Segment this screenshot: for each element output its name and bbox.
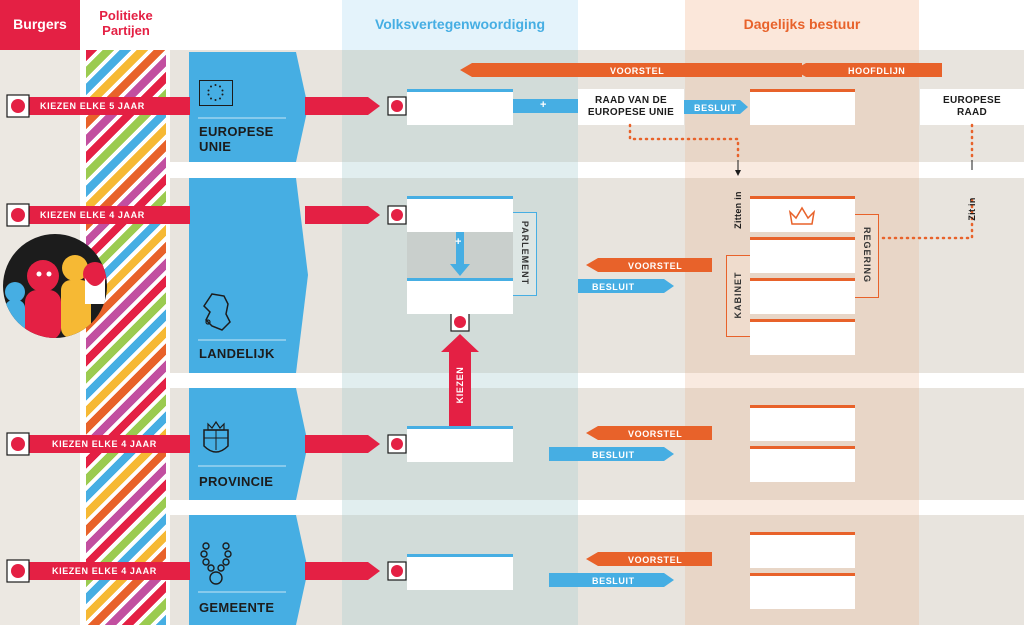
- volks-box-tweede-kamer: [407, 196, 513, 232]
- kiezen-label-provincie: KIEZEN ELKE 4 JAAR: [52, 439, 157, 449]
- kiezen-label-eu: KIEZEN ELKE 5 JAAR: [40, 101, 145, 111]
- bestuur-box-gemeente-2: [750, 573, 855, 609]
- header-volks-label: Volksvertegenwoordiging: [374, 16, 546, 32]
- bestuur-box-provincie-2: [750, 446, 855, 482]
- netherlands-map-icon: [198, 292, 234, 332]
- voorstel-label-provincie: VOORSTEL: [628, 429, 683, 439]
- level-label-gemeente: GEMEENTE: [199, 600, 275, 615]
- chevron-gemeente: [189, 515, 308, 625]
- bestuur-box-minister-3: [750, 319, 855, 355]
- header-dagelijks-label: Dagelijks bestuur: [743, 16, 861, 32]
- volks-box-provincie: [407, 426, 513, 462]
- besluit-label-provincie: BESLUIT: [592, 450, 635, 460]
- bestuur-box-gemeente-1: [750, 532, 855, 568]
- bestuur-box-minister-2: [750, 278, 855, 314]
- kabinet-bracket: [726, 255, 750, 337]
- citizens-illustration: [3, 234, 107, 338]
- plus-arrow-parlement: [450, 232, 470, 276]
- europese-raad-label: EUROPESE RAAD: [943, 95, 1001, 118]
- kiezen-label-landelijk: KIEZEN ELKE 4 JAAR: [40, 210, 145, 220]
- raad-eu-box: [578, 89, 684, 125]
- eu-flag-icon: [199, 80, 233, 106]
- level-label-provincie: PROVINCIE: [199, 474, 274, 489]
- besluit-label-landelijk: BESLUIT: [592, 282, 635, 292]
- voorstel-label-top: VOORSTEL: [610, 66, 665, 76]
- party-stripes: [86, 50, 166, 625]
- zit-in-label: Zit in: [967, 197, 977, 221]
- chevron-landelijk: [189, 178, 308, 373]
- volks-box-eu: [407, 89, 513, 125]
- voorstel-label-gemeente: VOORSTEL: [628, 555, 683, 565]
- mayor-chain-icon: [198, 540, 234, 588]
- parlement-bracket: [513, 212, 537, 296]
- level-label-landelijk: LANDELIJK: [199, 346, 275, 361]
- header-partijen-label: Politieke Partijen: [99, 8, 153, 38]
- plus-label-parlement: +: [455, 236, 462, 248]
- raad-eu-label: RAAD VAN DE EUROPESE UNIE: [587, 95, 675, 118]
- regering-bracket: [855, 214, 879, 298]
- bestuur-box-koning: [750, 196, 855, 232]
- header-burgers-label: Burgers: [13, 16, 67, 32]
- chevron-provincie: [189, 388, 308, 500]
- province-crest-icon: [198, 420, 234, 460]
- besluit-label-gemeente: BESLUIT: [592, 576, 635, 586]
- zitten-in-label: Zitten in: [733, 191, 743, 229]
- plus-label-eu: +: [540, 99, 547, 111]
- level-label-eu: EUROPESE UNIE: [199, 124, 274, 154]
- chevron-eu: [189, 52, 308, 162]
- plus-connector-eu: [513, 99, 579, 113]
- volks-box-eerste-kamer: [407, 278, 513, 314]
- crown-icon: [788, 206, 816, 225]
- voorstel-label-landelijk: VOORSTEL: [628, 261, 683, 271]
- column-volks-bg: [342, 0, 578, 50]
- hoofdlijn-label-top: HOOFDLIJN: [848, 66, 906, 76]
- kiezen-label-gemeente: KIEZEN ELKE 4 JAAR: [52, 566, 157, 576]
- bestuur-box-provincie-1: [750, 405, 855, 441]
- bestuur-box-minister-1: [750, 237, 855, 273]
- europese-raad-box: [920, 89, 1024, 125]
- column-dagelijks-bg: [685, 0, 919, 50]
- volks-box-gemeente: [407, 554, 513, 590]
- bestuur-box-eu: [750, 89, 855, 125]
- header-burgers: [0, 0, 80, 50]
- besluit-label-eu: BESLUIT: [694, 103, 737, 113]
